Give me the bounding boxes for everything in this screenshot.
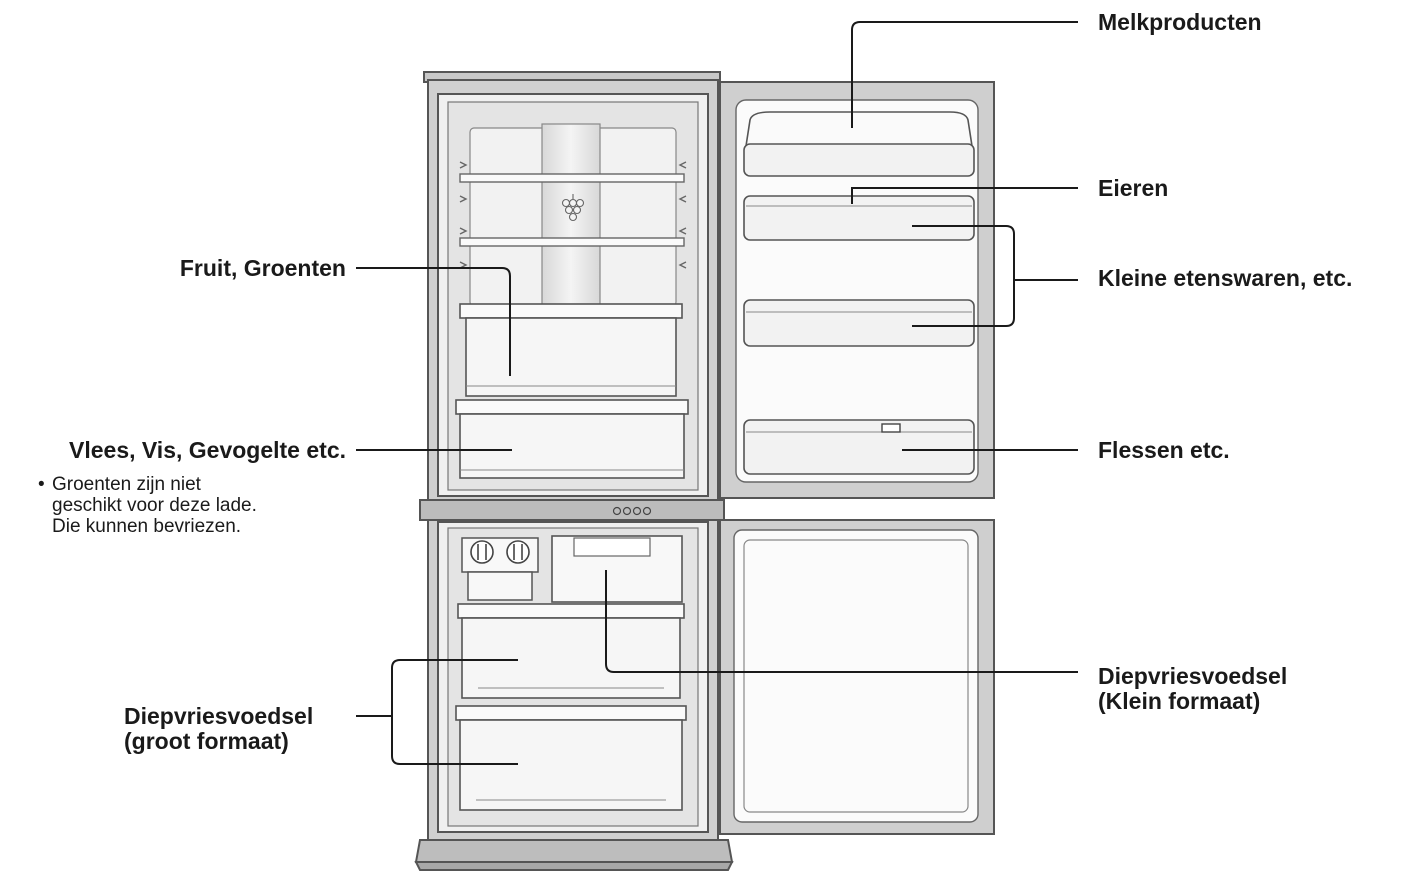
label-diepvries-klein-line1: Diepvriesvoedsel [1098, 663, 1288, 689]
note-groenten: • Groenten zijn niet geschikt voor deze … [38, 474, 257, 537]
leader-kleine-etenswaren [912, 225, 1078, 327]
freezer-door [719, 519, 995, 835]
fridge-compartment [437, 93, 709, 497]
note-bullet: • [38, 474, 45, 495]
label-melkproducten: Melkproducten [1098, 9, 1262, 35]
label-diepvries-groot: Diepvriesvoedsel (groot formaat) [124, 704, 313, 754]
note-line: Die kunnen bevriezen. [52, 516, 242, 537]
fridge-door [719, 81, 995, 499]
grape-icon [561, 194, 585, 222]
leader-eieren [851, 187, 1078, 204]
label-vlees-vis: Vlees, Vis, Gevogelte etc. [69, 437, 346, 463]
freezer-compartment [437, 521, 709, 833]
label-fruit-groenten: Fruit, Groenten [179, 255, 346, 281]
label-diepvries-klein-line2: (Klein formaat) [1098, 688, 1261, 714]
note-line: geschikt voor deze lade. [52, 495, 257, 516]
leader-diepvries-klein [605, 570, 1078, 673]
label-flessen: Flessen etc. [1098, 437, 1230, 463]
label-eieren: Eieren [1098, 175, 1169, 201]
leader-fruit-groenten [356, 267, 511, 376]
label-diepvries-groot-line2: (groot formaat) [124, 728, 289, 754]
label-diepvries-groot-line1: Diepvriesvoedsel [124, 703, 314, 729]
label-diepvries-klein: Diepvriesvoedsel (Klein formaat) [1098, 664, 1287, 714]
leader-melkproducten [851, 21, 1078, 128]
label-kleine-etenswaren: Kleine etenswaren, etc. [1098, 265, 1353, 291]
leader-diepvries-groot [356, 659, 518, 765]
note-line: Groenten zijn niet [52, 474, 201, 495]
control-panel [419, 499, 725, 521]
leader-lines [356, 21, 1078, 765]
